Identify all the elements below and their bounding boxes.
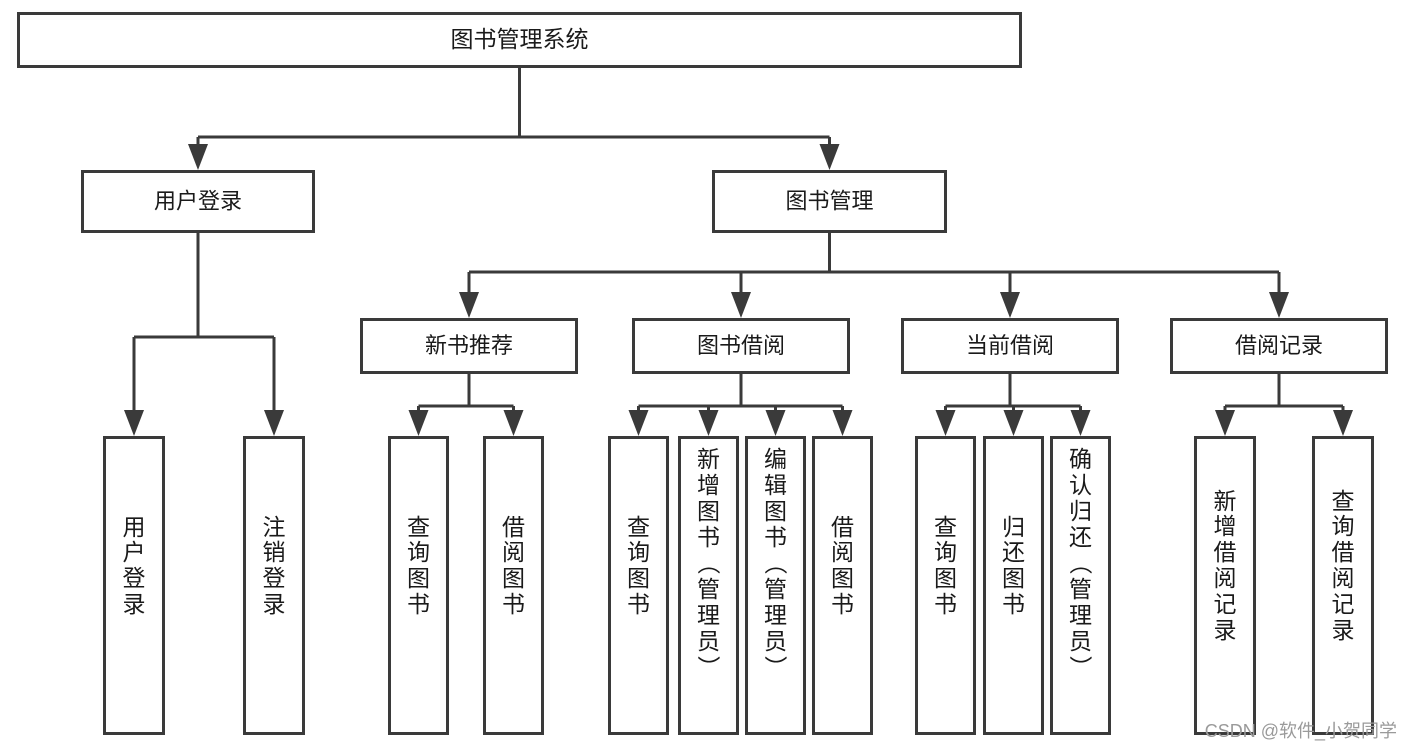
edge-arrowhead — [459, 292, 479, 318]
node-图书管理系统-label: 图书管理系统 — [451, 26, 589, 52]
edge-arrowhead — [832, 410, 853, 436]
node-确认归还管理员-box[interactable] — [1050, 436, 1111, 735]
node-编辑图书管理员-box[interactable] — [745, 436, 806, 735]
edge-group-root — [188, 68, 840, 170]
watermark: CSDN @软件_小贺同学 — [1204, 721, 1397, 741]
edge-arrowhead — [1333, 410, 1353, 436]
edge-arrowhead — [698, 410, 719, 436]
edge-group-bookmgmt — [459, 233, 1289, 318]
node-查询图书-box[interactable] — [915, 436, 976, 735]
node-新书推荐-label: 新书推荐 — [425, 333, 513, 358]
edge-arrowhead — [124, 410, 144, 436]
node-当前借阅-label: 当前借阅 — [966, 333, 1054, 358]
edge-group-borrow — [628, 374, 853, 436]
node-归还图书-box[interactable] — [983, 436, 1044, 735]
node-查询借阅记录-box[interactable] — [1312, 436, 1374, 735]
edge-arrowhead — [1269, 292, 1289, 318]
node-新增图书管理员-box[interactable] — [678, 436, 739, 735]
edge-arrowhead — [1070, 410, 1091, 436]
node-借阅记录-box[interactable] — [1170, 318, 1388, 374]
node-新增借阅记录-box[interactable] — [1194, 436, 1256, 735]
edge-arrowhead — [819, 144, 840, 170]
node-图书管理系统-box[interactable] — [17, 12, 1022, 68]
edge-layer — [124, 68, 1353, 436]
box-layer — [17, 12, 1388, 735]
node-借阅记录-label: 借阅记录 — [1235, 333, 1323, 358]
node-注销登录-box[interactable] — [243, 436, 305, 735]
edge-group-login — [124, 233, 284, 436]
node-查询图书-box[interactable] — [388, 436, 449, 735]
edge-arrowhead — [1000, 292, 1020, 318]
edge-arrowhead — [765, 410, 786, 436]
edge-group-current — [935, 374, 1091, 436]
edge-arrowhead — [408, 410, 429, 436]
node-用户登录-box[interactable] — [103, 436, 165, 735]
node-借阅图书-box[interactable] — [812, 436, 873, 735]
edge-arrowhead — [628, 410, 649, 436]
node-用户登录-box[interactable] — [81, 170, 315, 233]
node-图书管理-label: 图书管理 — [785, 188, 873, 213]
edge-arrowhead — [188, 144, 208, 170]
node-图书管理-box[interactable] — [712, 170, 947, 233]
edge-group-newbook — [408, 374, 524, 436]
edge-arrowhead — [1215, 410, 1235, 436]
node-当前借阅-box[interactable] — [901, 318, 1119, 374]
node-图书借阅-box[interactable] — [632, 318, 850, 374]
edge-arrowhead — [264, 410, 284, 436]
node-图书借阅-label: 图书借阅 — [697, 333, 785, 358]
edge-arrowhead — [731, 292, 751, 318]
node-查询图书-box[interactable] — [608, 436, 669, 735]
node-用户登录-label: 用户登录 — [154, 188, 242, 213]
node-借阅图书-box[interactable] — [483, 436, 544, 735]
edge-arrowhead — [1003, 410, 1024, 436]
edge-arrowhead — [503, 410, 524, 436]
edge-arrowhead — [935, 410, 956, 436]
node-新书推荐-box[interactable] — [360, 318, 578, 374]
edge-group-records — [1215, 374, 1353, 436]
